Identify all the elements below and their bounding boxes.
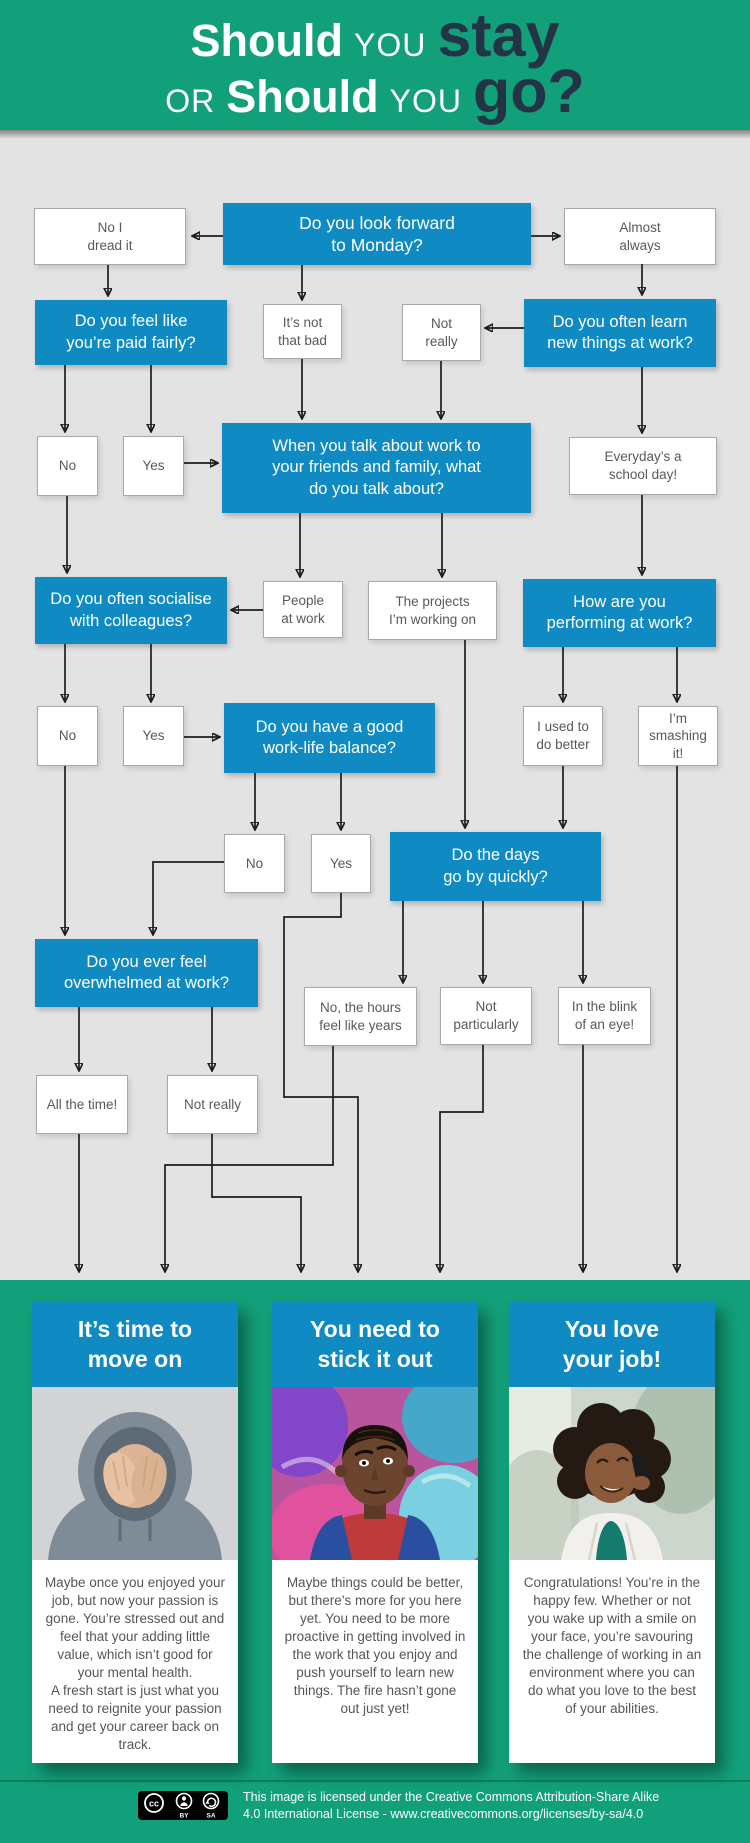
answer-no-social: No	[37, 706, 98, 766]
title-line-1: Should YOU stay	[0, 1, 750, 69]
title-word-you2: YOU	[389, 83, 462, 119]
title-word-or: OR	[165, 83, 216, 119]
outcome-description-love-your-job: Congratulations! You’re in the happy few…	[522, 1575, 702, 1716]
answer-no-balance: No	[224, 834, 285, 893]
sa-arrow-icon	[202, 1792, 220, 1810]
question-look-forward-monday: Do you look forward to Monday?	[223, 203, 531, 265]
question-days-go-quickly: Do the days go by quickly?	[390, 832, 601, 901]
answer-its-not-that-bad: It’s not that bad	[263, 304, 342, 359]
outcome-card-move-on: It’s time to move on Maybe once you enjo…	[32, 1302, 238, 1763]
photo-woman-on-phone	[509, 1387, 715, 1560]
answer-almost-always: Almost always	[564, 208, 716, 265]
outcome-card-love-your-job: You love your job!	[509, 1302, 715, 1763]
license-line-2: 4.0 International License - www.creative…	[243, 1807, 644, 1822]
outcome-card-stick-it-out: You need to stick it out	[272, 1302, 478, 1763]
answer-not-really: Not really	[402, 304, 481, 361]
title-word-go: go?	[473, 57, 585, 125]
svg-text:SA: SA	[206, 1813, 215, 1820]
answer-not-really-overwhelmed: Not really	[167, 1075, 258, 1134]
question-learn-new-things: Do you often learn new things at work?	[524, 299, 716, 367]
answer-all-the-time: All the time!	[36, 1075, 128, 1134]
license-text: This image is licensed under the Creativ…	[243, 1789, 659, 1824]
answer-projects-working-on: The projects I’m working on	[368, 581, 497, 640]
svg-text:cc: cc	[149, 1799, 159, 1809]
answer-im-smashing-it: I’m smashing it!	[638, 706, 718, 766]
creative-commons-badge: cc BY SA	[138, 1791, 228, 1825]
title-word-should: Should	[190, 15, 344, 66]
question-talk-about-work: When you talk about work to your friends…	[222, 423, 531, 513]
cc-icon	[144, 1793, 164, 1813]
outcome-title-stick-it-out: You need to stick it out	[272, 1302, 478, 1387]
photo-man-covering-face	[32, 1387, 238, 1560]
question-socialise-colleagues: Do you often socialise with colleagues?	[35, 577, 227, 644]
question-work-life-balance: Do you have a good work-life balance?	[224, 703, 435, 773]
answer-yes-balance: Yes	[311, 834, 371, 893]
svg-text:BY: BY	[179, 1813, 189, 1820]
answer-not-particularly: Not particularly	[440, 987, 532, 1045]
title-line-2: OR Should YOU go?	[0, 57, 750, 125]
question-performing-at-work: How are you performing at work?	[523, 579, 716, 647]
question-overwhelmed-at-work: Do you ever feel overwhelmed at work?	[35, 939, 258, 1007]
outcome-title-love-your-job: You love your job!	[509, 1302, 715, 1387]
outcome-description-stick-it-out: Maybe things could be better, but there’…	[284, 1575, 466, 1716]
by-person-icon	[175, 1792, 193, 1810]
outcome-description-move-on: Maybe once you enjoyed your job, but now…	[44, 1575, 226, 1752]
answer-people-at-work: People at work	[263, 581, 343, 638]
answer-used-to-do-better: I used to do better	[523, 706, 603, 766]
answer-hours-feel-like-years: No, the hours feel like years	[304, 987, 417, 1046]
header-banner: Should YOU stay OR Should YOU go?	[0, 0, 750, 139]
photo-skeptical-man	[272, 1387, 478, 1560]
outcome-title-move-on: It’s time to move on	[32, 1302, 238, 1387]
title-word-stay: stay	[437, 1, 560, 69]
footer-divider	[0, 1780, 750, 1782]
answer-no-paid: No	[37, 436, 98, 496]
title-word-you: YOU	[354, 27, 427, 63]
answer-yes-paid: Yes	[123, 436, 184, 496]
answer-yes-social: Yes	[123, 706, 184, 766]
question-paid-fairly: Do you feel like you’re paid fairly?	[35, 300, 227, 365]
answer-no-i-dread-it: No I dread it	[34, 208, 186, 265]
license-line-1: This image is licensed under the Creativ…	[243, 1790, 660, 1804]
answer-in-the-blink: In the blink of an eye!	[558, 987, 651, 1045]
outcomes-band: It’s time to move on Maybe once you enjo…	[0, 1280, 750, 1843]
title-word-should2: Should	[226, 71, 379, 122]
answer-school-day: Everyday’s a school day!	[569, 437, 717, 495]
